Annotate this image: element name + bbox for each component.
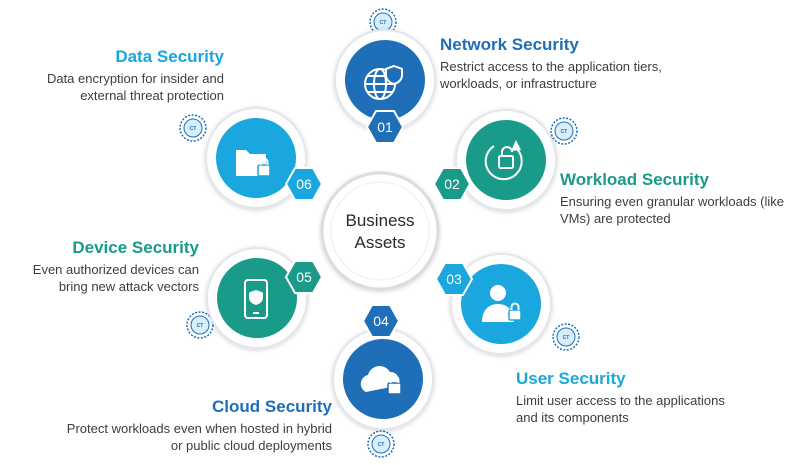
svg-text:06: 06 bbox=[296, 176, 312, 192]
svg-text:CT: CT bbox=[378, 442, 385, 448]
globe-shield-icon bbox=[364, 64, 403, 100]
hex-badge-03 bbox=[434, 262, 474, 296]
svg-text:02: 02 bbox=[444, 176, 460, 192]
data-security-label: Data Security Data encryption for inside… bbox=[6, 46, 224, 104]
ct-badge-lower-right: CT bbox=[552, 323, 580, 351]
svg-text:05: 05 bbox=[296, 269, 312, 285]
svg-text:CT: CT bbox=[563, 335, 570, 341]
network-security-title: Network Security bbox=[440, 35, 579, 54]
device-security-desc: Even authorized devices can bring new at… bbox=[32, 262, 199, 294]
cloud-security-title: Cloud Security bbox=[212, 397, 332, 416]
svg-text:CT: CT bbox=[190, 126, 197, 132]
svg-text:01: 01 bbox=[377, 119, 393, 135]
segment-data-security: 06 bbox=[205, 107, 324, 209]
svg-text:04: 04 bbox=[373, 313, 389, 329]
workload-security-title: Workload Security bbox=[560, 170, 709, 189]
hex-badge-01 bbox=[365, 110, 405, 144]
hex-badge-06 bbox=[284, 167, 324, 201]
hex-badge-02 bbox=[432, 167, 472, 201]
data-security-title: Data Security bbox=[115, 47, 224, 66]
hex-badge-04 bbox=[361, 304, 401, 338]
user-lock-icon bbox=[482, 285, 522, 322]
segment-user-security: 03 bbox=[434, 253, 552, 355]
svg-text:CT: CT bbox=[561, 129, 568, 135]
segment-workload-security: 02 bbox=[432, 109, 557, 211]
device-security-label: Device Security Even authorized devices … bbox=[4, 237, 199, 295]
user-security-desc: Limit user access to the applications an… bbox=[516, 393, 725, 425]
mobile-shield-icon bbox=[244, 279, 268, 319]
svg-text:CT: CT bbox=[380, 20, 387, 26]
user-security-title: User Security bbox=[516, 369, 626, 388]
network-security-label: Network Security Restrict access to the … bbox=[440, 34, 710, 92]
ct-badge-upper-right: CT bbox=[550, 117, 578, 145]
cloud-lock-icon bbox=[360, 366, 402, 395]
folder-lock-icon bbox=[236, 150, 271, 177]
data-security-desc: Data encryption for insider and external… bbox=[46, 71, 224, 103]
network-security-desc: Restrict access to the application tiers… bbox=[440, 59, 662, 91]
svg-text:03: 03 bbox=[446, 271, 462, 287]
hex-badge-05 bbox=[284, 260, 324, 294]
ct-badge-upper-left: CT bbox=[179, 114, 207, 142]
business-assets-core: Business Assets bbox=[320, 171, 440, 291]
workload-security-desc: Ensuring even granular workloads (like V… bbox=[560, 194, 785, 226]
svg-text:CT: CT bbox=[197, 323, 204, 329]
ct-badge-lower-left: CT bbox=[186, 311, 214, 339]
segment-cloud-security: 04 bbox=[332, 304, 434, 430]
unlock-cycle-icon bbox=[484, 140, 523, 181]
core-label-line1: Business bbox=[346, 211, 415, 230]
ct-badge-bottom: CT bbox=[367, 430, 395, 458]
segment-device-security: 05 bbox=[206, 247, 324, 349]
cloud-security-desc: Protect workloads even when hosted in hy… bbox=[66, 421, 332, 453]
segment-network-security: 01 bbox=[334, 29, 436, 144]
device-security-title: Device Security bbox=[72, 238, 199, 257]
workload-security-label: Workload Security Ensuring even granular… bbox=[560, 169, 792, 227]
core-label-line2: Assets bbox=[354, 233, 405, 252]
user-security-label: User Security Limit user access to the a… bbox=[516, 368, 746, 426]
cloud-security-label: Cloud Security Protect workloads even wh… bbox=[62, 396, 332, 454]
